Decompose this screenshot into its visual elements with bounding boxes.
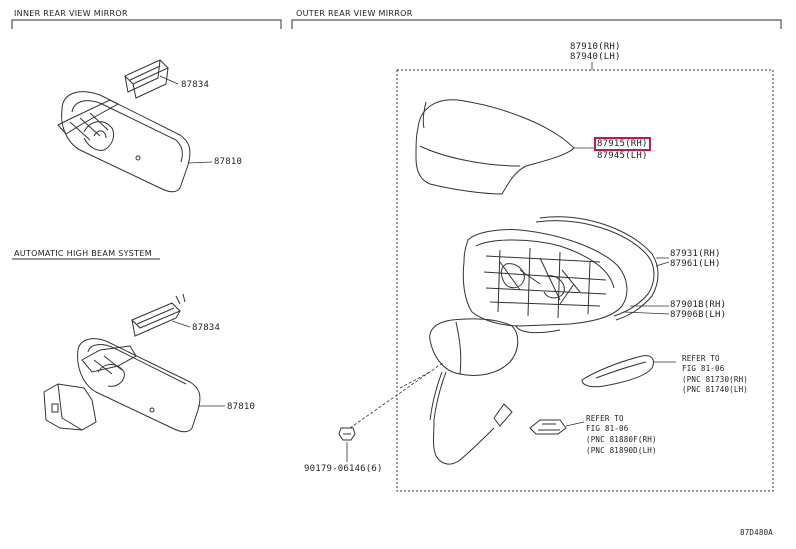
ref2-line1: REFER TO: [586, 414, 624, 423]
ref2-line4: (PNC 81890D(LH): [586, 446, 657, 455]
part-87915-rh[interactable]: 87915(RH): [597, 139, 648, 149]
ref1-line4: (PNC 81740(LH): [682, 385, 749, 394]
part-87945-lh[interactable]: 87945(LH): [597, 151, 648, 161]
mirror-base-and-harness: [429, 318, 519, 465]
part-87901b-rh[interactable]: 87901B(RH): [670, 300, 727, 310]
diagram-code: 87D480A: [740, 528, 774, 537]
leader-inner-clip-bottom: [171, 320, 191, 328]
inner-mirror-top: [57, 91, 191, 193]
leader-inner-clip-top: [159, 75, 179, 85]
side-turn-signal-part: [581, 355, 655, 388]
part-90179-06146[interactable]: 90179-06146(6): [304, 464, 383, 474]
highlight-box: [594, 137, 651, 151]
part-87906b-lh[interactable]: 87906B(LH): [670, 310, 727, 320]
leader-body-2: [623, 311, 670, 315]
part-87940-lh[interactable]: 87940(LH): [570, 52, 621, 62]
inner-mirror-bottom: [43, 338, 201, 433]
inner-mirror-clip-bottom: [131, 293, 186, 337]
ref2-line2[interactable]: FIG 81-06: [586, 424, 629, 433]
part-87810-top[interactable]: 87810: [214, 157, 243, 167]
part-87834-top[interactable]: 87834: [181, 80, 210, 90]
inner-section-bracket: [11, 19, 282, 29]
inner-mirror-clip-top: [124, 59, 169, 99]
outer-section-title: OUTER REAR VIEW MIRROR: [296, 9, 413, 18]
leader-inner-mirror-top: [187, 161, 213, 164]
outer-assembly-boundary: [396, 69, 774, 492]
auto-beam-section-title: AUTOMATIC HIGH BEAM SYSTEM: [14, 249, 152, 258]
leader-ref2: [565, 421, 585, 427]
outer-section-bracket: [291, 19, 782, 29]
ref1-line1: REFER TO: [682, 354, 720, 363]
mirror-housing: [462, 229, 628, 334]
ref1-line2[interactable]: FIG 81-06: [682, 364, 725, 373]
courtesy-lamp-part: [529, 419, 567, 435]
leader-glass-2: [655, 261, 670, 267]
part-87810-bottom[interactable]: 87810: [227, 402, 256, 412]
mirror-cover: [415, 99, 575, 195]
part-87931-rh[interactable]: 87931(RH): [670, 249, 721, 259]
screw-part: [338, 427, 356, 441]
ref1-dashed-path: [399, 371, 431, 389]
part-87961-lh[interactable]: 87961(LH): [670, 259, 721, 269]
part-87910-rh[interactable]: 87910(RH): [570, 42, 621, 52]
inner-section-title: INNER REAR VIEW MIRROR: [14, 9, 128, 18]
part-87834-bottom[interactable]: 87834: [192, 323, 221, 333]
ref1-line3: (PNC 81730(RH): [682, 375, 749, 384]
ref2-line3: (PNC 81880F(RH): [586, 435, 657, 444]
